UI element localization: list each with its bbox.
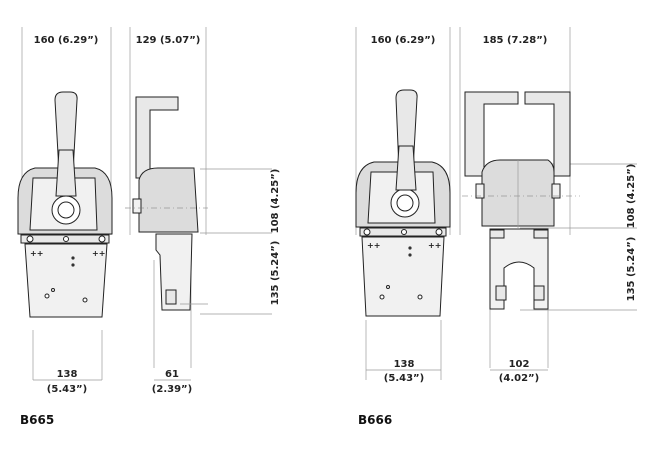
b666-model-label: B666 — [358, 413, 392, 427]
b665-upper-height-label: 108 (4.25”) — [270, 169, 281, 234]
b665-drawing: ++ ++ 160 (6.29”) 129 (5.07”) 108 (4.25”… — [17, 27, 281, 427]
b665-front-view: ++ ++ — [17, 91, 113, 318]
b666-lower-height-label: 135 (5.24”) — [626, 237, 637, 302]
b666-front-width-label: 160 (6.29”) — [371, 35, 436, 46]
svg-text:++: ++ — [428, 241, 441, 250]
svg-text:++: ++ — [92, 249, 105, 258]
b665-model-label: B665 — [20, 413, 54, 427]
b666-side-width-label: 185 (7.28”) — [483, 35, 548, 46]
b665-lower-height-label: 135 (5.24”) — [270, 241, 281, 306]
b665-side-width-label: 129 (5.07”) — [136, 35, 201, 46]
b666-base-width-mm: 138 — [394, 359, 415, 370]
b666-side-base-in: (4.02”) — [499, 373, 539, 384]
b665-base-width-in: (5.43”) — [47, 384, 87, 395]
b666-base-width-in: (5.43”) — [384, 373, 424, 384]
svg-text:++: ++ — [367, 241, 380, 250]
b665-front-width-label: 160 (6.29”) — [34, 35, 99, 46]
b666-upper-height-label: 108 (4.25”) — [626, 164, 637, 229]
b665-side-base-in: (2.39”) — [152, 384, 192, 395]
b665-side-base-mm: 61 — [165, 369, 179, 380]
svg-text:++: ++ — [30, 249, 43, 258]
b666-side-view — [462, 91, 580, 310]
b666-side-base-mm: 102 — [509, 359, 530, 370]
b665-side-view — [125, 96, 208, 311]
b666-front-view: ++ ++ — [355, 89, 451, 317]
b665-base-width-mm: 138 — [57, 369, 78, 380]
b666-drawing: ++ ++ 160 (6.29”) 185 (7.28”) 108 (4.25”… — [355, 27, 637, 427]
